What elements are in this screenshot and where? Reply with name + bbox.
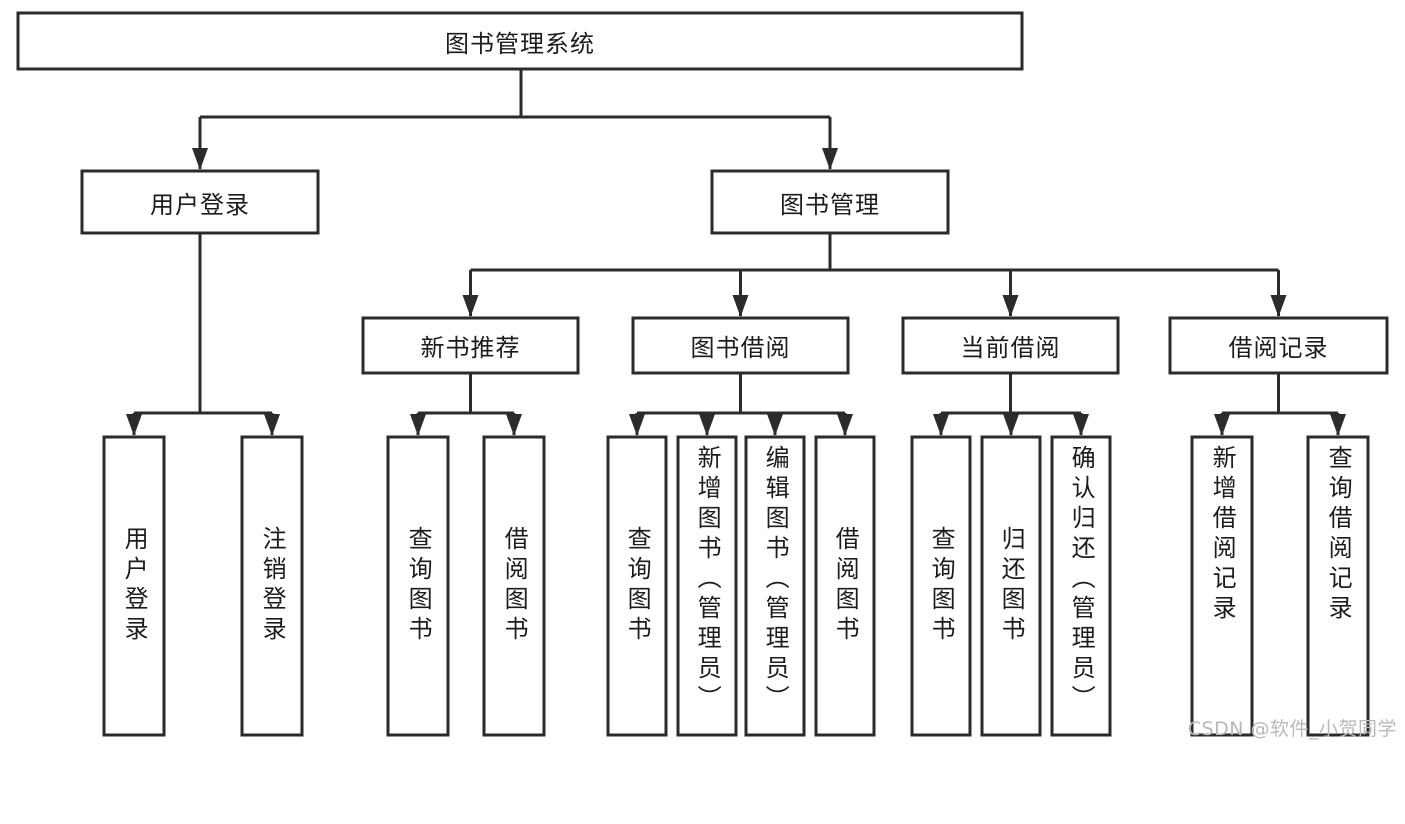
node-level3-box-new-book-recommend[interactable] <box>361 316 580 375</box>
node-leaf-box-confirm-return-admin[interactable] <box>1050 435 1112 737</box>
node-leaf-box-query-book-3[interactable] <box>910 435 972 737</box>
arrow-head-icon <box>462 295 479 317</box>
tree-diagram-svg <box>16 11 1389 737</box>
connectors-layer <box>126 69 1346 436</box>
arrow-head-icon <box>1270 295 1287 317</box>
node-root-box[interactable] <box>16 11 1024 71</box>
node-level2-box-user-login[interactable] <box>80 169 320 235</box>
node-leaf-box-borrow-book-2[interactable] <box>814 435 876 737</box>
arrow-head-icon <box>264 414 280 436</box>
arrow-head-icon <box>506 414 522 436</box>
arrow-head-icon <box>767 414 783 436</box>
node-leaf-box-user-logout-leaf[interactable] <box>240 435 304 737</box>
node-leaf-box-user-login-leaf[interactable] <box>102 435 166 737</box>
arrow-head-icon <box>629 414 645 436</box>
node-leaf-box-query-book-1[interactable] <box>386 435 450 737</box>
node-leaf-box-add-borrow-record[interactable] <box>1190 435 1254 737</box>
arrow-head-icon <box>192 148 208 170</box>
arrow-head-icon <box>1073 414 1089 436</box>
arrow-head-icon <box>699 414 715 436</box>
node-leaf-box-query-book-2[interactable] <box>606 435 668 737</box>
node-leaf-box-query-borrow-record[interactable] <box>1306 435 1370 737</box>
node-level3-box-borrow-record[interactable] <box>1168 316 1389 375</box>
arrow-head-icon <box>933 414 949 436</box>
arrow-head-icon <box>822 148 838 170</box>
node-level3-box-current-borrow[interactable] <box>901 316 1120 375</box>
arrow-head-icon <box>1002 295 1019 317</box>
node-level3-box-book-borrow[interactable] <box>631 316 850 375</box>
node-leaf-box-return-book[interactable] <box>980 435 1042 737</box>
arrow-head-icon <box>837 414 853 436</box>
arrow-head-icon <box>126 414 142 436</box>
arrow-head-icon <box>1003 414 1019 436</box>
node-level2-box-book-manage[interactable] <box>710 169 950 235</box>
watermark-text: CSDN @软件_小贺同学 <box>1187 718 1397 740</box>
node-leaf-box-borrow-book-1[interactable] <box>482 435 546 737</box>
arrow-head-icon <box>1330 414 1346 436</box>
boxes-layer <box>16 11 1389 737</box>
diagram-canvas: 图书管理系统用户登录图书管理新书推荐图书借阅当前借阅借阅记录用户登录注销登录查询… <box>16 11 1397 740</box>
node-leaf-box-edit-book-admin[interactable] <box>744 435 806 737</box>
node-leaf-box-add-book-admin[interactable] <box>676 435 738 737</box>
arrow-head-icon <box>410 414 426 436</box>
arrow-head-icon <box>1214 414 1230 436</box>
arrow-head-icon <box>732 295 749 317</box>
